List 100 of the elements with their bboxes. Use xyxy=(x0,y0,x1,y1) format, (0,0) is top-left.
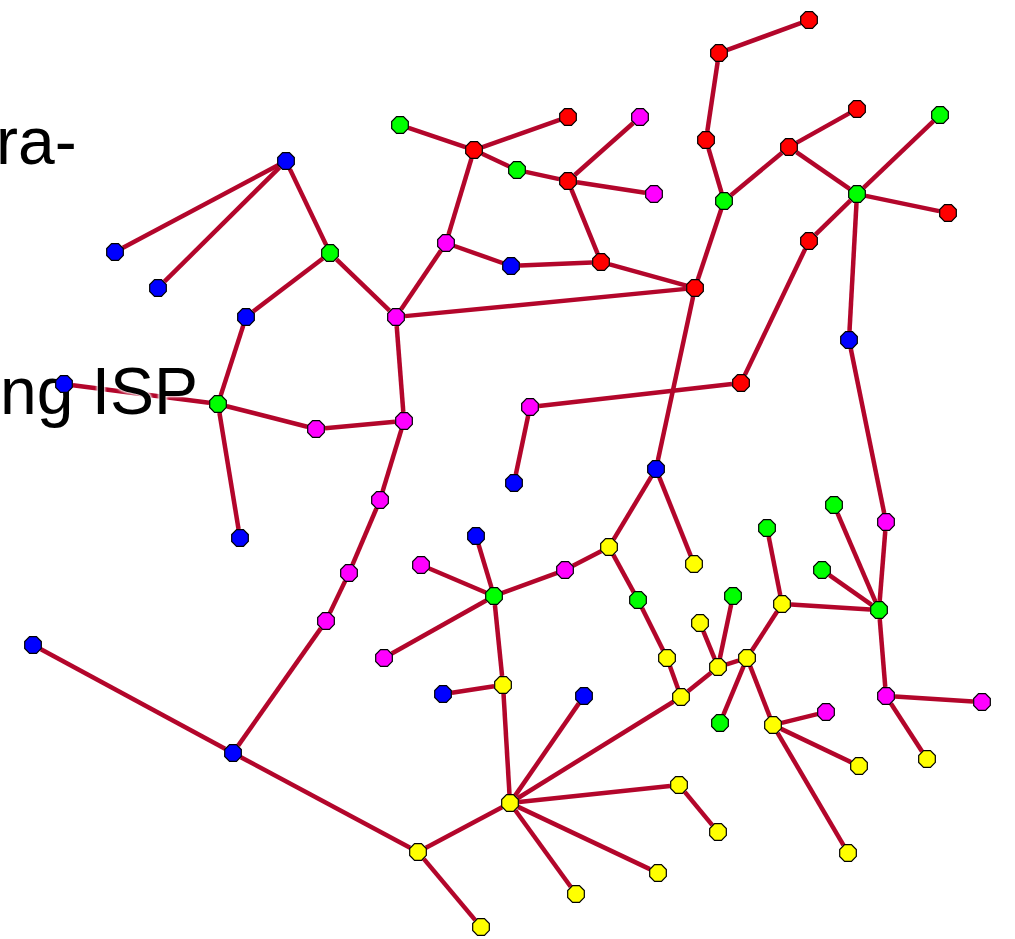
network-node xyxy=(558,171,578,191)
connector-line xyxy=(239,755,412,850)
network-node xyxy=(306,419,326,439)
network-node xyxy=(657,648,677,668)
connector-line xyxy=(848,348,887,514)
network-node xyxy=(723,586,743,606)
network-node xyxy=(812,560,832,580)
connector-line xyxy=(889,702,924,753)
connector-line xyxy=(721,665,746,716)
connector-line xyxy=(748,665,772,718)
connector-line xyxy=(655,296,696,461)
network-node xyxy=(628,590,648,610)
connector-line xyxy=(287,168,329,246)
network-node xyxy=(236,307,256,327)
connector-line xyxy=(828,573,873,607)
connector-line xyxy=(218,324,246,397)
text-fragment: ra- xyxy=(0,108,77,174)
network-node xyxy=(436,233,456,253)
network-node xyxy=(708,657,728,677)
connector-line xyxy=(334,257,392,313)
connector-line xyxy=(750,610,779,652)
connector-line xyxy=(451,684,495,695)
network-node xyxy=(223,743,243,763)
connector-line xyxy=(481,117,561,150)
connector-line xyxy=(790,602,871,612)
network-node xyxy=(714,191,734,211)
network-node xyxy=(938,203,958,223)
network-node xyxy=(669,775,689,795)
network-node xyxy=(930,105,950,125)
network-node xyxy=(824,495,844,515)
connector-line xyxy=(517,804,651,872)
connector-line xyxy=(683,790,714,827)
network-node xyxy=(484,586,504,606)
connector-line xyxy=(518,783,671,805)
network-node xyxy=(408,842,428,862)
connector-line xyxy=(611,475,654,541)
network-node xyxy=(566,884,586,904)
network-node xyxy=(710,713,730,733)
connector-line xyxy=(695,208,724,281)
connector-line xyxy=(390,598,488,656)
network-node xyxy=(386,307,406,327)
connector-line xyxy=(667,665,681,690)
connector-line xyxy=(725,658,740,667)
connector-line xyxy=(39,647,227,751)
network-node xyxy=(644,184,664,204)
network-node xyxy=(276,151,296,171)
network-node xyxy=(917,749,937,769)
network-node xyxy=(690,613,710,633)
network-node xyxy=(839,330,859,350)
network-node xyxy=(574,686,594,706)
connector-line xyxy=(226,404,308,429)
connector-line xyxy=(781,711,818,726)
connector-line xyxy=(726,21,802,52)
connector-line xyxy=(162,165,282,284)
connector-line xyxy=(121,163,280,250)
connector-line xyxy=(571,549,603,568)
network-node xyxy=(630,107,650,127)
network-node xyxy=(411,555,431,575)
connector-line xyxy=(877,530,888,602)
connector-line xyxy=(476,543,494,589)
network-node xyxy=(847,99,867,119)
connector-line xyxy=(780,726,852,765)
network-node xyxy=(685,278,705,298)
connector-line xyxy=(492,604,505,677)
network-node xyxy=(374,648,394,668)
network-node xyxy=(731,373,751,393)
network-node xyxy=(772,594,792,614)
connector-line xyxy=(835,512,878,603)
connector-line xyxy=(640,607,665,651)
network-node xyxy=(799,231,819,251)
connector-line xyxy=(424,805,504,850)
connector-line xyxy=(894,694,974,704)
connector-line xyxy=(404,286,687,319)
connector-line xyxy=(513,702,581,797)
connector-line xyxy=(481,151,510,169)
connector-line xyxy=(717,604,734,659)
connector-line xyxy=(705,61,720,132)
connector-line xyxy=(847,202,859,332)
network-node xyxy=(208,394,228,414)
network-node xyxy=(105,242,125,262)
network-node xyxy=(779,137,799,157)
connector-line xyxy=(795,150,851,191)
connector-line xyxy=(569,188,600,255)
connector-line xyxy=(350,507,379,566)
connector-line xyxy=(611,553,636,594)
connector-line xyxy=(399,249,443,311)
network-node xyxy=(816,702,836,722)
connector-line xyxy=(742,248,808,376)
connector-line xyxy=(251,256,325,314)
connector-line xyxy=(701,630,717,660)
connector-line xyxy=(865,193,940,214)
connector-line xyxy=(861,119,936,190)
network-node xyxy=(464,140,484,160)
network-node xyxy=(433,684,453,704)
connector-line xyxy=(657,476,693,557)
network-node xyxy=(501,256,521,276)
connector-line xyxy=(609,262,687,288)
connector-line xyxy=(327,580,348,614)
network-node xyxy=(757,518,777,538)
connector-line xyxy=(775,731,846,847)
